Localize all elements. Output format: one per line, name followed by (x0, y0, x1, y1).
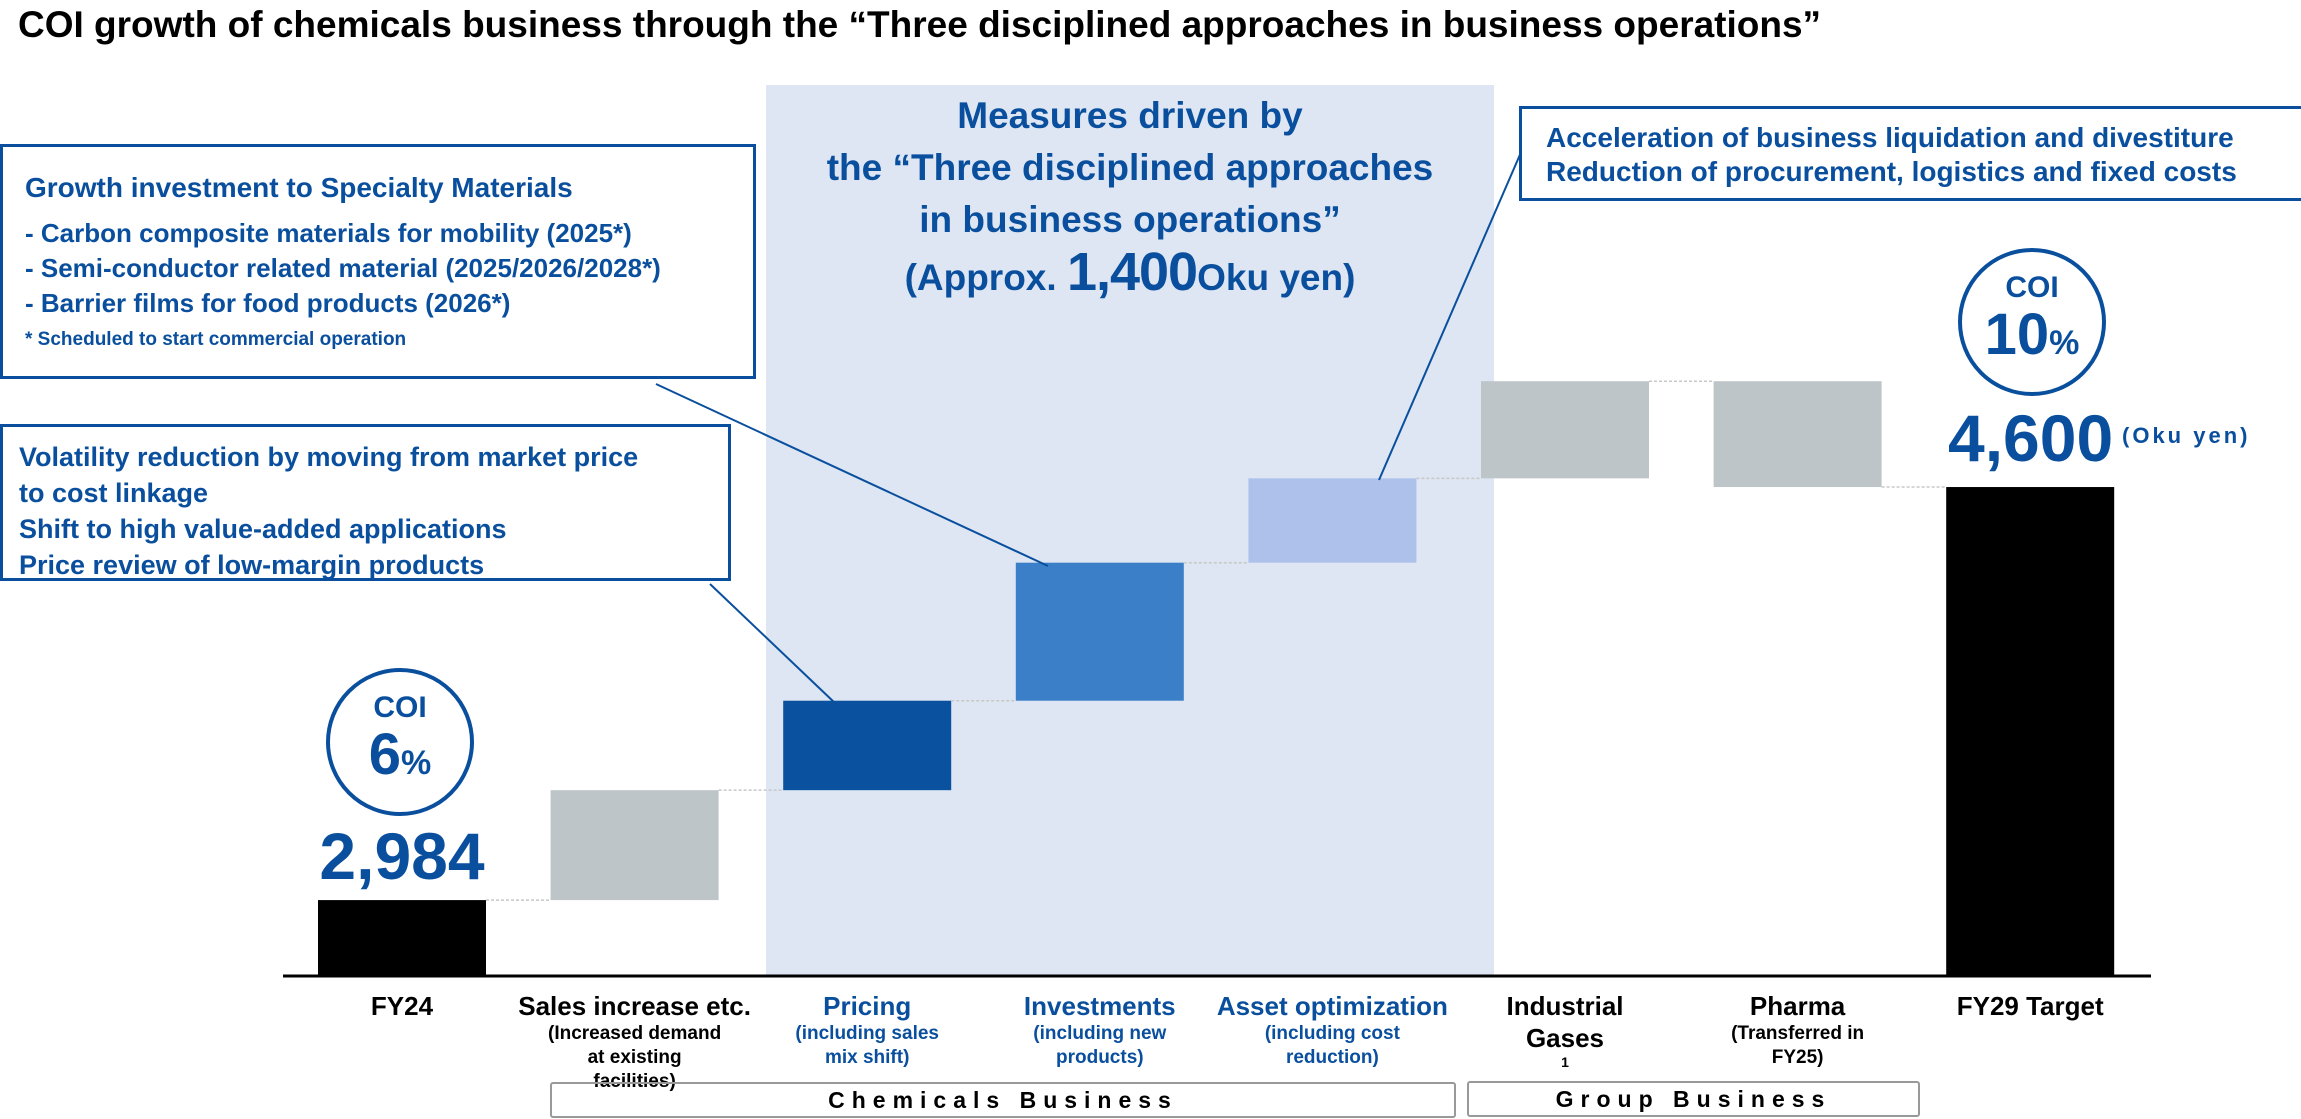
pricing-callout-leader (709, 583, 837, 705)
category-label: Investments(including new products) (980, 990, 1220, 1070)
measures-amount-line: (Approx. 1,400Oku yen) (766, 245, 1494, 304)
group-business-group: Group Business (1467, 1081, 1920, 1117)
coi-unit: % (2049, 324, 2080, 362)
coi-badge-fy24: COI 6% (326, 668, 474, 816)
callout-bullet: - Barrier films for food products (2026*… (25, 288, 511, 318)
category-label: Sales increase etc.(Increased demand at … (515, 990, 755, 1094)
bar-industrial-gases (1481, 381, 1649, 479)
callout-line: to cost linkage (19, 478, 209, 508)
callout-footnote: * Scheduled to start commercial operatio… (25, 329, 407, 350)
measures-line: in business operations” (919, 199, 1341, 240)
callout-line: Price review of low-margin products (19, 550, 485, 580)
measures-heading: Measures driven by the “Three discipline… (766, 90, 1494, 304)
category-subtitle: (including cost reduction) (1264, 1023, 1400, 1068)
category-subtitle: (including sales mix shift) (795, 1023, 939, 1068)
asset-optimization-callout: Acceleration of business liquidation and… (1519, 106, 2301, 201)
category-label: Pricing(including sales mix shift) (747, 990, 987, 1070)
coi-unit: % (401, 744, 432, 782)
growth-investment-callout: Growth investment to Specialty Materials… (0, 144, 756, 379)
callout-bullet: - Carbon composite materials for mobilit… (25, 218, 632, 248)
bar-investments (1015, 562, 1184, 701)
category-name: Sales increase etc. (518, 991, 751, 1021)
callout-line: Volatility reduction by moving from mark… (19, 442, 639, 472)
chemicals-business-group: Chemicals Business (550, 1082, 1456, 1118)
category-subtitle: (Increased demand at existing facilities… (548, 1023, 722, 1092)
category-label: FY24 (282, 990, 522, 1022)
bar-fy29-target (1946, 487, 2115, 976)
bar-pharma (1713, 381, 1882, 488)
coi-badge-fy29: COI 10% (1958, 248, 2106, 396)
chart-title: COI growth of chemicals business through… (18, 4, 1822, 45)
asset-callout-leader (1378, 149, 1523, 481)
category-name: Industrial Gases (1506, 991, 1624, 1053)
measures-suffix: Oku yen) (1197, 257, 1356, 298)
category-name: FY24 (370, 991, 434, 1021)
coi-number: 10 (1984, 302, 2050, 367)
callout-bullet: - Semi-conductor related material (2025/… (25, 253, 661, 283)
category-label: Pharma(Transferred in FY25) (1678, 990, 1918, 1070)
callout-line: Reduction of procurement, logistics and … (1546, 156, 2237, 187)
coi-number: 6 (368, 722, 402, 787)
measures-amount: 1,400 (1066, 242, 1198, 302)
pricing-callout: Volatility reduction by moving from mark… (0, 424, 731, 581)
coi-label: COI (2005, 271, 2059, 304)
category-subtitle: (Transferred in FY25) (1731, 1023, 1865, 1068)
measures-prefix: (Approx. (904, 257, 1057, 298)
callout-heading: Growth investment to Specialty Materials (25, 172, 573, 203)
category-name: Investments (1023, 991, 1176, 1021)
coi-value: 10% (1962, 304, 2102, 374)
fy29-value-label: 4,600 (1948, 401, 2114, 475)
coi-label: COI (373, 691, 427, 724)
measures-line: Measures driven by (957, 95, 1303, 136)
bar-fy24 (318, 900, 486, 976)
fy24-value-label: 2,984 (319, 819, 485, 893)
unit-label: (Oku yen) (2122, 423, 2251, 448)
category-name: Pharma (1749, 991, 1846, 1021)
measures-line: the “Three disciplined approaches (826, 147, 1434, 188)
coi-value: 6% (330, 724, 470, 794)
category-name: Asset optimization (1216, 991, 1448, 1021)
category-name: FY29 Target (1956, 991, 2104, 1021)
category-label: FY29 Target (1910, 990, 2150, 1022)
category-name: Pricing (823, 991, 912, 1021)
category-subtitle: (including new products) (1033, 1023, 1167, 1068)
bar-pricing (783, 700, 952, 791)
category-label: Asset optimization(including cost reduct… (1212, 990, 1452, 1070)
bar-sales-increase-etc- (550, 790, 719, 901)
footnote-marker: 1 (1561, 1054, 1569, 1070)
callout-line: Shift to high value-added applications (19, 514, 507, 544)
growth-callout-leader (655, 383, 1049, 567)
bar-asset-optimization (1248, 478, 1417, 563)
callout-line: Acceleration of business liquidation and… (1546, 122, 2234, 153)
